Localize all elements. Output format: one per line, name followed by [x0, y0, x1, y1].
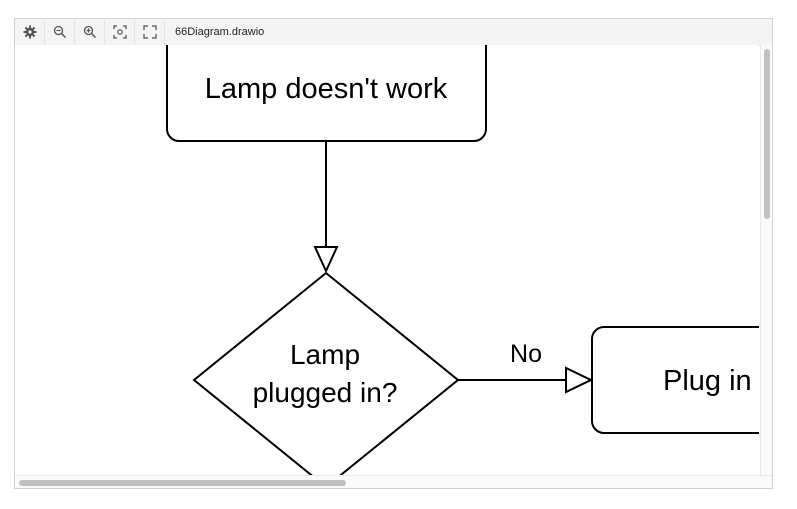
- start-node[interactable]: Lamp doesn't work: [166, 45, 487, 142]
- toolbar: 66Diagram.drawio: [15, 19, 772, 46]
- zoom-in-icon: [83, 25, 96, 39]
- action-node-label: Plug in: [663, 365, 752, 397]
- edge-label-no: No: [510, 340, 542, 368]
- diagram-viewer: 66Diagram.drawio Lamp doesn't work Lamp …: [14, 18, 773, 489]
- fullscreen-button[interactable]: [135, 19, 165, 45]
- fit-button[interactable]: [105, 19, 135, 45]
- decision-label-line1: Lamp: [290, 339, 360, 370]
- zoom-out-button[interactable]: [45, 19, 75, 45]
- horizontal-scrollbar[interactable]: [15, 475, 772, 488]
- action-node[interactable]: Plug in: [591, 326, 759, 434]
- settings-button[interactable]: [15, 19, 45, 45]
- zoom-out-icon: [53, 25, 66, 39]
- diagram-canvas[interactable]: Lamp doesn't work Lamp plugged in? No: [15, 45, 759, 475]
- zoom-in-button[interactable]: [75, 19, 105, 45]
- vertical-scroll-thumb[interactable]: [764, 49, 770, 219]
- vertical-scrollbar[interactable]: [760, 45, 772, 475]
- connector-no[interactable]: No: [458, 340, 594, 394]
- fit-icon: [112, 25, 127, 39]
- file-name: 66Diagram.drawio: [175, 26, 265, 38]
- start-node-label: Lamp doesn't work: [205, 73, 448, 105]
- horizontal-scroll-thumb[interactable]: [19, 480, 346, 486]
- gear-icon: [23, 25, 36, 39]
- connector-start-to-decision[interactable]: [313, 141, 339, 274]
- decision-node[interactable]: Lamp plugged in?: [192, 271, 460, 475]
- decision-label-line2: plugged in?: [253, 377, 398, 408]
- fullscreen-icon: [142, 25, 157, 39]
